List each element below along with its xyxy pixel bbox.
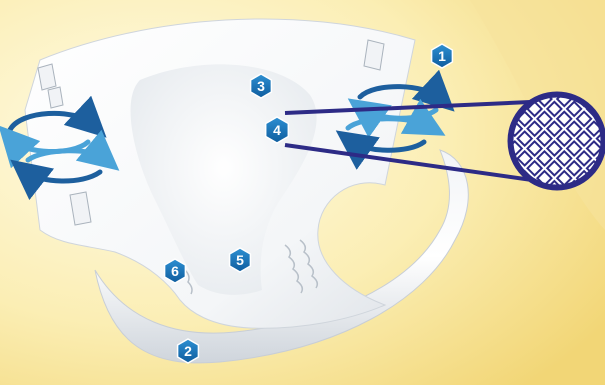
badge-4: 4	[266, 117, 289, 143]
badge-label: 2	[184, 343, 192, 359]
badge-2: 2	[178, 339, 199, 363]
badge-6: 6	[165, 259, 186, 283]
badge-5: 5	[230, 248, 251, 272]
badge-label: 3	[257, 78, 265, 94]
badge-label: 6	[171, 263, 179, 279]
badge-1: 1	[432, 44, 453, 68]
badge-label: 5	[236, 252, 244, 268]
badge-label: 1	[438, 48, 446, 64]
badge-3: 3	[251, 74, 272, 98]
badge-label: 4	[273, 122, 281, 138]
